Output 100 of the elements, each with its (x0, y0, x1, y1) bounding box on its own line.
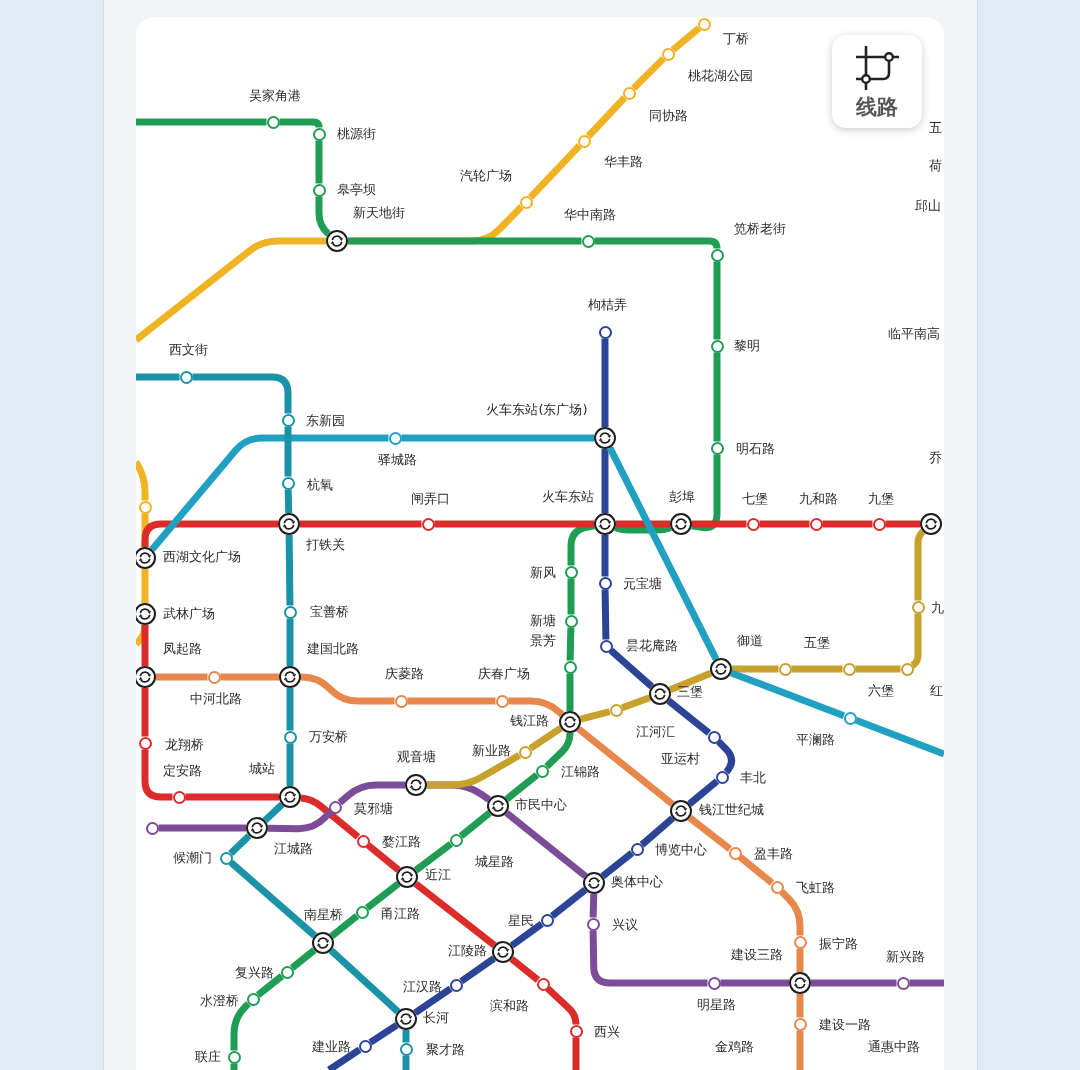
metro-line (566, 673, 574, 711)
metro-line (791, 665, 843, 673)
station-name: 长河 (423, 1010, 449, 1024)
metro-line (289, 947, 317, 971)
station-name: 荷 (928, 158, 942, 172)
station-name: 吴家角港 (249, 88, 301, 102)
station-name: 通惠中路 (868, 1039, 920, 1053)
station-name: 飞虹路 (795, 880, 835, 894)
metro-line (670, 25, 702, 53)
station-name: 博览中心 (655, 842, 707, 856)
station-name: 振宁路 (818, 936, 858, 950)
station-name: 丰北 (740, 770, 766, 784)
metro-line (262, 801, 285, 824)
station-name: 江河汇 (635, 724, 675, 738)
station-name: 西湖文化广场 (163, 549, 241, 563)
metro-line (230, 1063, 238, 1070)
metro-line (284, 489, 293, 514)
metro-line (255, 973, 285, 998)
station-name: 新塘 (530, 613, 556, 627)
station-name: 景芳 (530, 633, 556, 647)
station-name: 西文街 (168, 342, 208, 356)
metro-line (589, 930, 708, 987)
station-name: 金鸡路 (714, 1039, 754, 1053)
station-name: 聚才路 (425, 1042, 465, 1056)
metro-line (156, 673, 208, 681)
metro-line (141, 625, 149, 666)
station-name: 近江 (425, 867, 451, 881)
station-name: 火车东站(东广场) (486, 402, 588, 416)
lines-button: 线路 (832, 35, 922, 128)
metro-line (691, 454, 721, 532)
metro-line (141, 569, 149, 603)
metro-line (611, 524, 675, 534)
station-name: 元宝塘 (622, 576, 662, 590)
metro-line (230, 1001, 251, 1051)
station-name: 彭埠 (669, 489, 695, 503)
metro-line (909, 613, 922, 669)
metro-line (796, 948, 804, 972)
metro-line (337, 781, 405, 806)
metro-line (600, 850, 635, 879)
metro-line (136, 237, 326, 343)
station-name: 丁桥 (723, 31, 749, 45)
metro-line (796, 994, 804, 1018)
station-name: 建设三路 (731, 947, 783, 961)
station-name: 桃源街 (336, 126, 376, 140)
metro-line (572, 1037, 580, 1070)
station-name: 宝善桥 (309, 604, 349, 618)
station-name: 中河北路 (190, 691, 242, 705)
metro-line (616, 520, 670, 528)
station-name: 江城路 (273, 841, 313, 855)
metro-line (286, 618, 294, 666)
metro-line (759, 520, 810, 528)
metro-line (402, 1030, 410, 1043)
metro-line (407, 697, 496, 705)
station-name: 庆菱路 (384, 666, 424, 680)
metro-line (300, 520, 422, 528)
station-name: 九和路 (798, 491, 838, 505)
metro-line (141, 520, 278, 547)
station-name: 红 (929, 683, 943, 697)
metro-line (631, 56, 666, 91)
station-name: 新风 (530, 565, 556, 579)
station-name: 婺江路 (381, 834, 421, 848)
station-name: 火车东站 (542, 489, 594, 503)
metro-line (402, 1055, 410, 1070)
station-name: 华丰路 (603, 154, 643, 168)
station-name: 凤起路 (162, 641, 202, 655)
metro-line (576, 726, 675, 807)
station-name: 城星路 (474, 854, 514, 868)
metro-line (509, 921, 544, 949)
station-name: 东新园 (305, 413, 345, 427)
station-name: 六堡 (868, 683, 894, 697)
station-name: 七堡 (742, 491, 768, 505)
metro-line (606, 446, 720, 661)
station-name: 定安路 (162, 763, 202, 777)
metro-line (329, 913, 360, 939)
station-name: 明石路 (735, 441, 775, 455)
metro-line (228, 859, 318, 939)
metro-line (854, 717, 944, 758)
station-name: 联庄 (195, 1049, 221, 1063)
station-name: 新天地街 (353, 205, 405, 219)
station-name: 江陵路 (447, 943, 487, 957)
metro-line (284, 426, 292, 477)
metro-line (315, 140, 323, 184)
metro-line (528, 725, 563, 752)
metro-line (608, 647, 655, 690)
metro-line (192, 373, 292, 414)
station-name: 新兴路 (885, 949, 925, 963)
station-name: 五 (928, 120, 942, 134)
metro-line (413, 881, 497, 948)
metro-line (509, 956, 541, 983)
metro-line (348, 237, 582, 245)
metro-line (228, 833, 252, 856)
metro-line (567, 578, 575, 615)
station-name: 建国北路 (307, 641, 359, 655)
station-name: 武林广场 (163, 606, 215, 620)
station-name: 黎明 (734, 338, 760, 352)
station-name: 新业路 (471, 743, 511, 757)
station-name: 观音塘 (396, 749, 436, 763)
station-name: 滨和路 (489, 998, 529, 1012)
station-name: 乔 (928, 450, 942, 464)
metro-line (459, 955, 496, 985)
